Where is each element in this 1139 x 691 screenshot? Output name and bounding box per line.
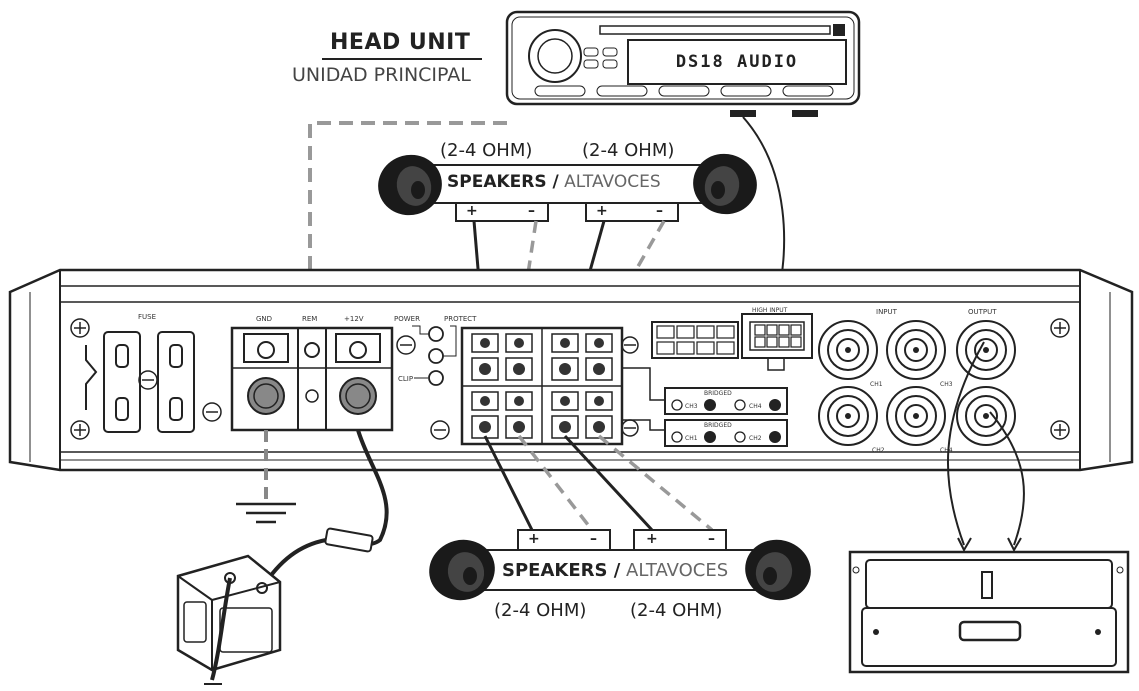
top-right-impedance: (2-4 OHM) <box>582 140 675 161</box>
label-bridged-12: BRIDGED <box>704 422 732 429</box>
label-input: INPUT <box>876 308 898 316</box>
head-unit-display: DS18 AUDIO <box>675 52 799 72</box>
bottom-speakers-label-en: SPEAKERS / <box>502 560 621 581</box>
speaker-icon <box>429 539 495 601</box>
label-rem: REM <box>302 315 317 323</box>
top-speakers-label-es: ALTAVOCES <box>558 172 661 192</box>
speaker-icon <box>693 153 757 215</box>
title-underline <box>322 58 482 60</box>
battery-icon <box>176 554 282 672</box>
label-bridged-34: BRIDGED <box>704 390 732 397</box>
label-12v: +12V <box>344 315 364 323</box>
inline-fuse <box>324 527 374 553</box>
ground-icon <box>236 502 296 524</box>
label-high-input: HIGH INPUT <box>752 307 788 314</box>
label-output: OUTPUT <box>968 308 997 316</box>
top-terminal-plus-1: + <box>466 203 478 219</box>
amplifier: FUSE GND REM +12V POWER PROTECT CLIP HIG… <box>8 268 1134 472</box>
label-power: POWER <box>394 315 420 323</box>
head-unit-subtitle: UNIDAD PRINCIPAL <box>292 64 471 86</box>
bottom-speakers-label-es: ALTAVOCES <box>620 560 729 581</box>
top-terminal-minus-1: – <box>528 203 535 219</box>
label-protect: PROTECT <box>444 315 477 323</box>
bottom-terminal-minus-2: – <box>708 531 715 547</box>
remote-wire <box>308 121 507 340</box>
head-unit-title: HEAD UNIT <box>330 30 471 55</box>
label-term-ch4: CH4 <box>749 403 762 410</box>
head-unit <box>505 10 861 117</box>
label-clip: CLIP <box>398 375 413 383</box>
bottom-left-impedance: (2-4 OHM) <box>494 600 587 621</box>
label-term-ch3: CH3 <box>685 403 698 410</box>
speaker-icon <box>378 154 442 216</box>
bottom-speakers-label: SPEAKERS / ALTAVOCES <box>502 560 728 581</box>
top-terminal-plus-2: + <box>596 203 608 219</box>
label-term-ch1: CH1 <box>685 435 698 442</box>
label-ch3: CH3 <box>940 381 953 388</box>
speaker-icon <box>745 539 811 601</box>
label-ch2: CH2 <box>872 447 885 454</box>
bottom-terminal-plus-1: + <box>528 531 540 547</box>
top-left-impedance: (2-4 OHM) <box>440 140 533 161</box>
bottom-terminal-minus-1: – <box>590 531 597 547</box>
label-term-ch2: CH2 <box>749 435 762 442</box>
label-gnd: GND <box>256 315 272 323</box>
top-speakers-label: SPEAKERS / ALTAVOCES <box>447 172 661 192</box>
label-fuse: FUSE <box>138 313 156 321</box>
bottom-speaker-bar <box>461 549 781 591</box>
top-speakers-label-en: SPEAKERS / <box>447 172 559 192</box>
bottom-terminal-plus-2: + <box>646 531 658 547</box>
bottom-right-impedance: (2-4 OHM) <box>630 600 723 621</box>
label-ch4: CH4 <box>940 447 953 454</box>
label-ch1: CH1 <box>870 381 883 388</box>
external-amplifier <box>848 550 1130 674</box>
top-terminal-minus-2: – <box>656 203 663 219</box>
